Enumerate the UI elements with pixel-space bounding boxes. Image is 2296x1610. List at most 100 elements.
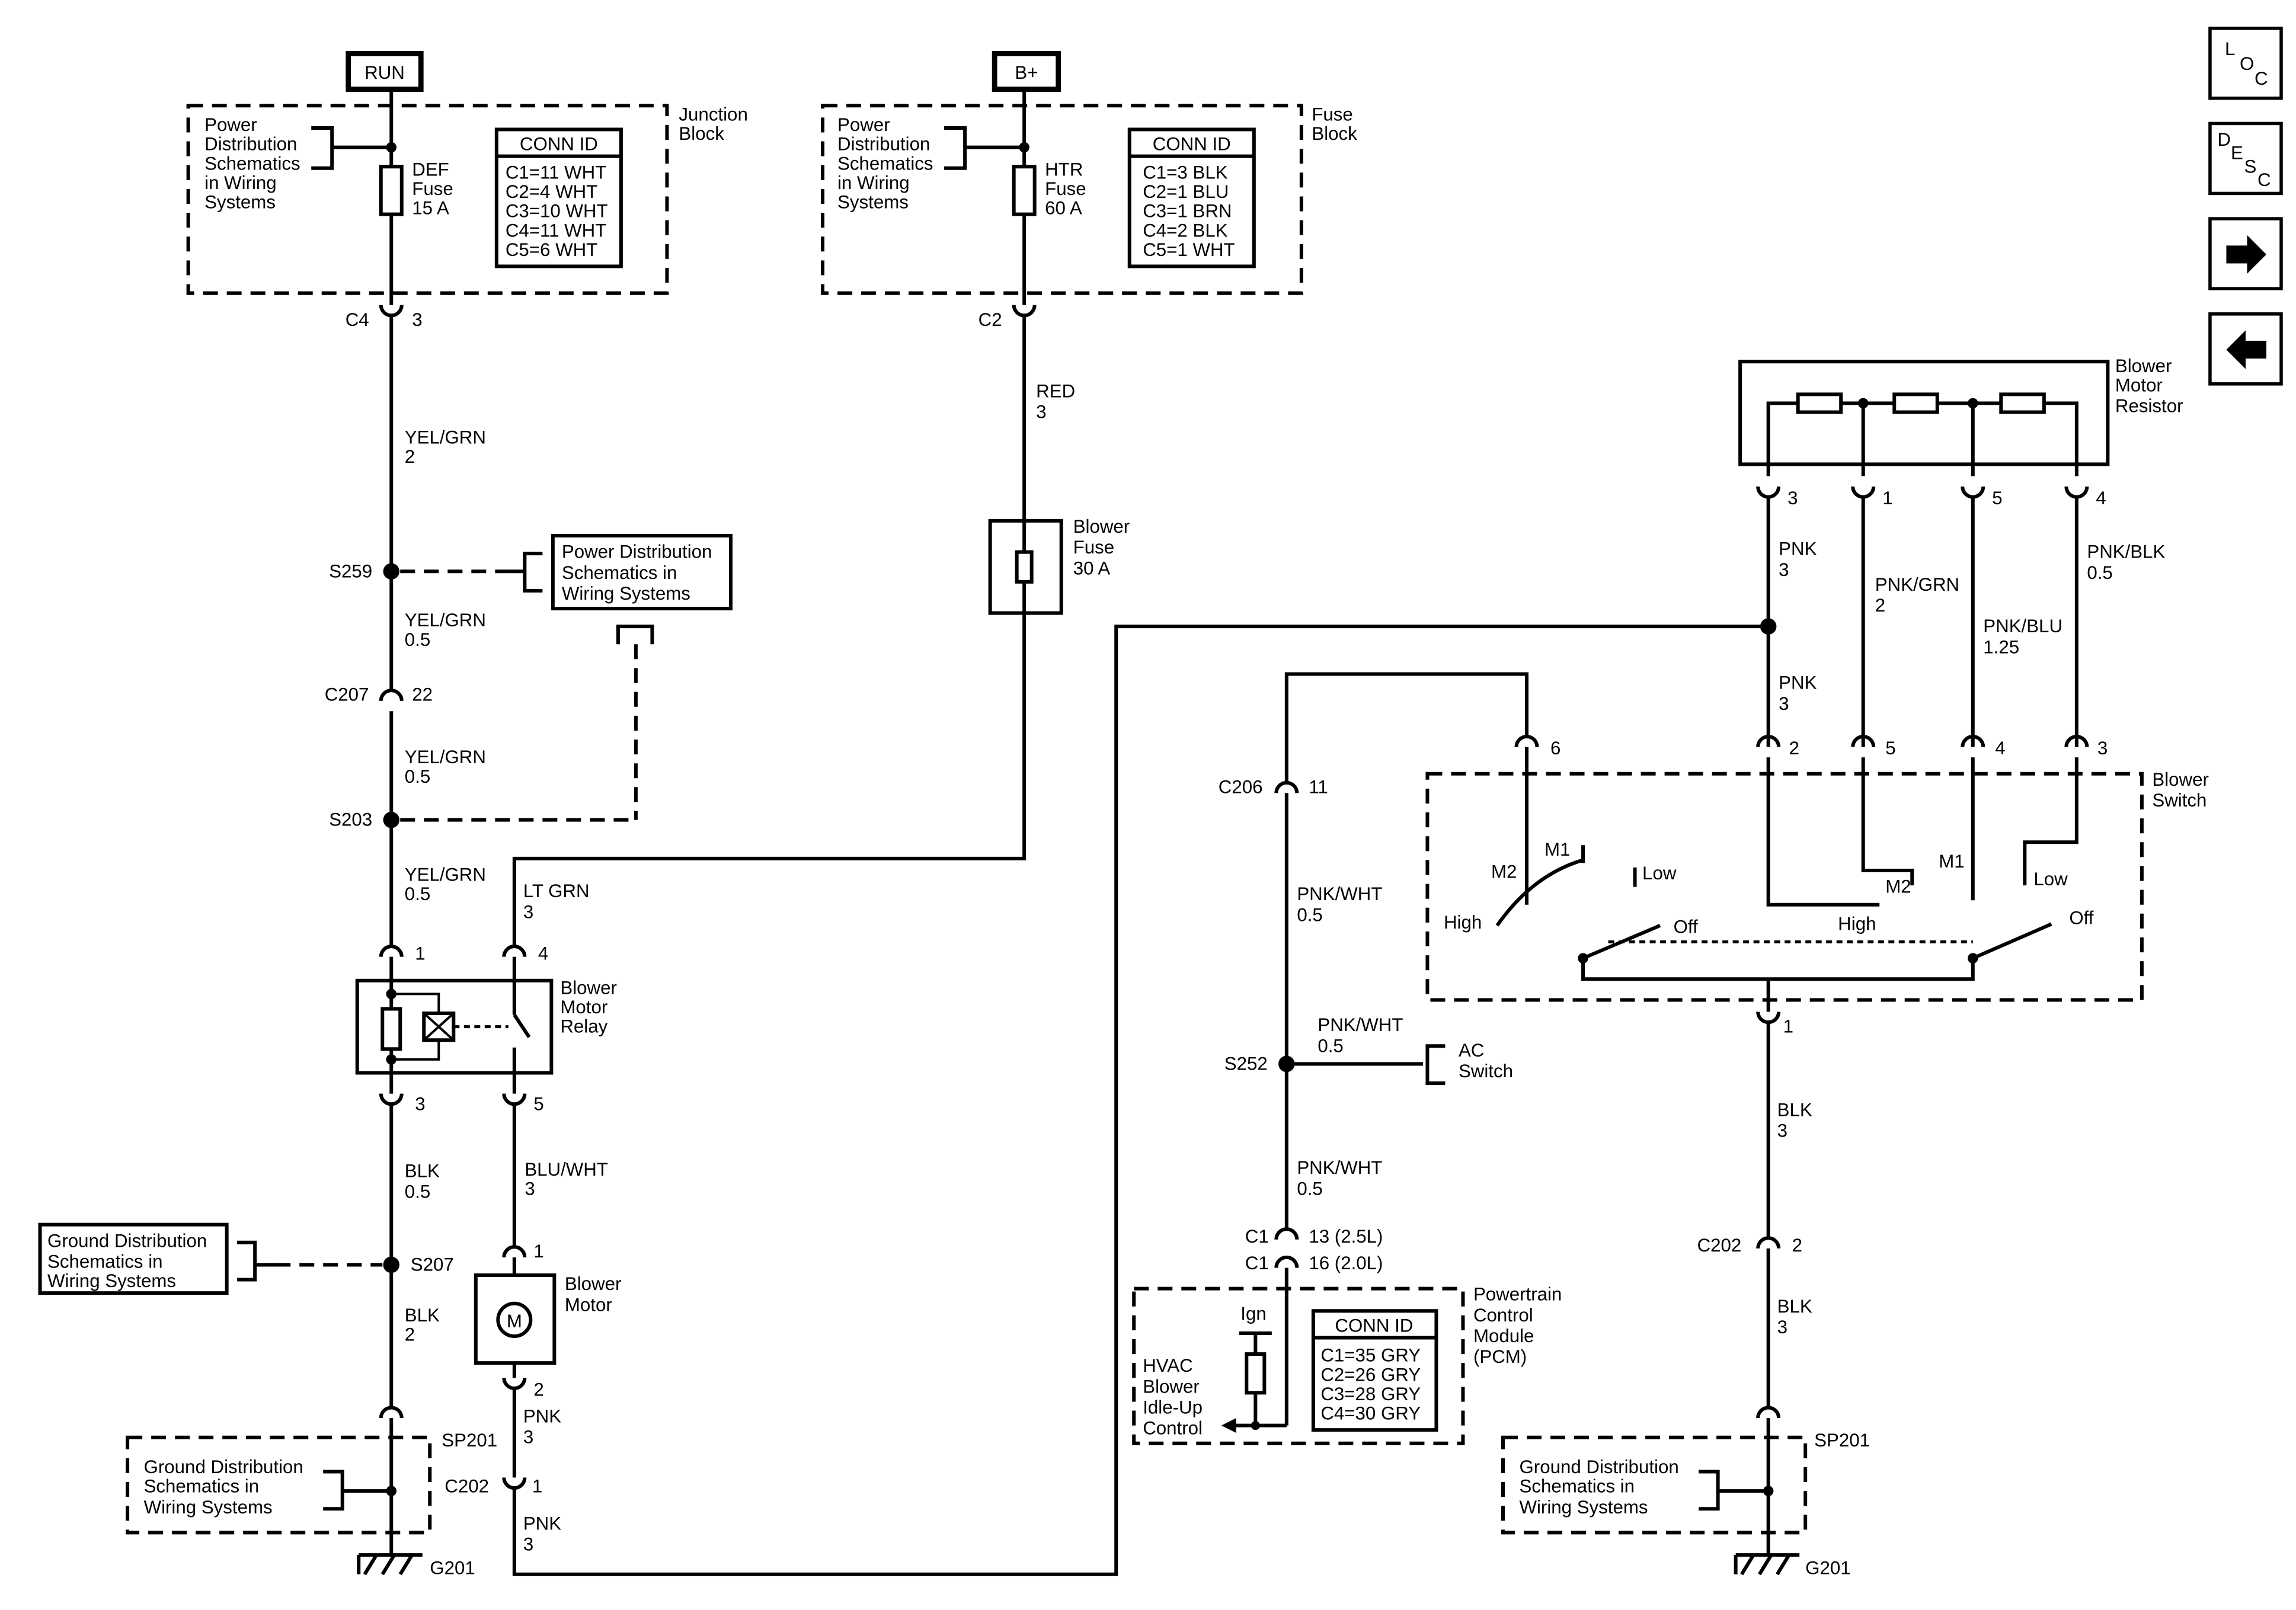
left-gds-3: Wiring Systems: [144, 1497, 273, 1518]
relay-label-3: Relay: [560, 1016, 607, 1037]
left-gds-2: Schematics in: [144, 1476, 260, 1497]
run-source-box: [346, 51, 424, 92]
right-ground-symbol: [1734, 1553, 1800, 1576]
wire-pnkwht-b1: PNK/WHT: [1297, 1157, 1382, 1178]
loc-button[interactable]: L O C: [2208, 26, 2283, 100]
c206-pin: 11: [1309, 776, 1328, 797]
s207-label: S207: [411, 1254, 454, 1275]
switch-label-2: Switch: [2152, 790, 2207, 811]
hvac-label-4: Control: [1143, 1418, 1203, 1439]
gds-ref-1: Ground Distribution: [47, 1230, 207, 1251]
bplus-source-box: [992, 51, 1061, 92]
fb-pds-2: Distribution: [837, 134, 930, 155]
jb-conn-row-2: C2=4 WHT: [506, 181, 597, 202]
switch-pin-5: 5: [1885, 738, 1895, 758]
desc-letter-s: S: [2244, 156, 2256, 177]
pos-high-right: High: [1838, 913, 1876, 934]
pds-ref-3: Wiring Systems: [562, 583, 690, 604]
wire-blk3-a2: 3: [1777, 1120, 1787, 1141]
pcm-label-1: Powertrain: [1473, 1284, 1562, 1305]
pds-ref-2: Schematics in: [562, 562, 677, 583]
wire-yelgrn-05-c1: YEL/GRN: [405, 865, 486, 885]
wire-pnkwht-a1: PNK/WHT: [1297, 884, 1382, 904]
resistor-pin-3: 3: [1787, 488, 1798, 508]
htr-fuse-label-2: Fuse: [1045, 178, 1086, 199]
pos-m1-left: M1: [1544, 839, 1570, 860]
blower-fuse-label-2: Fuse: [1073, 537, 1114, 558]
desc-letter-c: C: [2257, 169, 2271, 190]
pcm-conn-id-title: CONN ID: [1335, 1315, 1413, 1336]
bplus-source-label: B+: [1015, 62, 1038, 83]
relay-pin-4: 4: [538, 943, 548, 964]
pcm-conn-row-4: C4=30 GRY: [1320, 1403, 1421, 1424]
right-ground-label: G201: [1805, 1558, 1850, 1579]
ground-dist-ref-box: [38, 1222, 229, 1295]
resistor-splice: [1760, 618, 1777, 635]
resistor-label-1: Blower: [2115, 356, 2172, 376]
s259-label: S259: [329, 561, 372, 581]
motor-label-2: Motor: [565, 1294, 612, 1315]
def-fuse-label-2: Fuse: [412, 178, 453, 199]
wire-pnkblu-1: PNK/BLU: [1983, 616, 2062, 636]
fuse-block-title-2: Block: [1312, 123, 1357, 144]
s259-splice: [383, 563, 400, 580]
pcm-label-4: (PCM): [1473, 1346, 1527, 1367]
c207-connector: [379, 689, 404, 701]
wire-blk2-b: 2: [405, 1324, 415, 1345]
wire-ltgrn-b: 3: [523, 901, 533, 922]
jb-conn-row-4: C4=11 WHT: [506, 220, 606, 241]
previous-button[interactable]: [2208, 312, 2283, 386]
c4-pin: 3: [412, 309, 422, 330]
wire-pnkblk-1: PNK/BLK: [2087, 542, 2165, 562]
jb-conn-id-table: [494, 127, 623, 268]
switch-pin-3: 3: [2097, 738, 2108, 758]
left-ground-label: G201: [430, 1558, 475, 1579]
blower-motor-resistor: Blower Motor Resistor 3 1 5 4 PNK 3 PNK/…: [1738, 356, 2183, 747]
c4-label: C4: [346, 309, 369, 330]
c1-a-pin: 13 (2.5L): [1309, 1226, 1383, 1247]
relay-coil-resistor: [380, 1007, 402, 1051]
resistor-pin-4: 4: [2096, 488, 2106, 508]
left-gds-1: Ground Distribution: [144, 1457, 303, 1477]
htr-fuse-label-1: HTR: [1045, 159, 1083, 180]
wire-yelgrn-2-a: YEL/GRN: [405, 427, 486, 447]
wire-pnk3-s2: 3: [1779, 693, 1789, 714]
resistor-label-3: Resistor: [2115, 396, 2183, 417]
wire-blk05-b: 0.5: [405, 1181, 430, 1202]
junction-block-title-2: Block: [679, 123, 724, 144]
right-gds-1: Ground Distribution: [1519, 1457, 1678, 1477]
fb-conn-row-4: C4=2 BLK: [1143, 220, 1227, 241]
hvac-label-3: Idle-Up: [1143, 1397, 1203, 1417]
resistor-pin-5: 5: [1992, 488, 2002, 508]
switch-pin-1: 1: [1783, 1016, 1793, 1037]
jb-pds-4: in Wiring: [204, 172, 277, 193]
arrow-right-icon: [2226, 235, 2266, 274]
junction-block: Junction Block Power Distribution Schema…: [186, 89, 748, 305]
right-c202-label: C202: [1697, 1235, 1742, 1256]
pcm-conn-row-2: C2=26 GRY: [1320, 1364, 1421, 1385]
wire-pnkgrn-1: PNK/GRN: [1875, 574, 1959, 595]
wire-red-a: RED: [1036, 380, 1075, 401]
desc-button[interactable]: D E S C: [2208, 121, 2283, 196]
right-gds-3: Wiring Systems: [1519, 1497, 1648, 1518]
pos-m1-right: M1: [1939, 851, 1964, 872]
wire-yelgrn-05-b1: YEL/GRN: [405, 747, 486, 767]
desc-letter-d: D: [2217, 129, 2231, 150]
pos-low-right: Low: [2033, 869, 2068, 889]
gds-ref-2: Schematics in: [47, 1251, 163, 1272]
wire-pnk3-a1: PNK: [523, 1406, 561, 1427]
c1-a-label: C1: [1245, 1226, 1269, 1247]
left-ground-symbol: [357, 1553, 423, 1576]
switch-label-1: Blower: [2152, 769, 2209, 790]
htr-fuse-symbol: [1012, 165, 1037, 216]
fuse-block-title-1: Fuse: [1312, 104, 1352, 124]
hvac-label-1: HVAC: [1143, 1355, 1193, 1376]
ac-switch-2: Switch: [1459, 1061, 1513, 1081]
left-c202-pin: 1: [532, 1476, 542, 1497]
c2-label: C2: [978, 309, 1002, 330]
ac-switch-1: AC: [1459, 1040, 1484, 1061]
wire-blk3-b1: BLK: [1777, 1296, 1812, 1317]
htr-fuse-label-3: 60 A: [1045, 198, 1082, 219]
next-button[interactable]: [2208, 217, 2283, 290]
